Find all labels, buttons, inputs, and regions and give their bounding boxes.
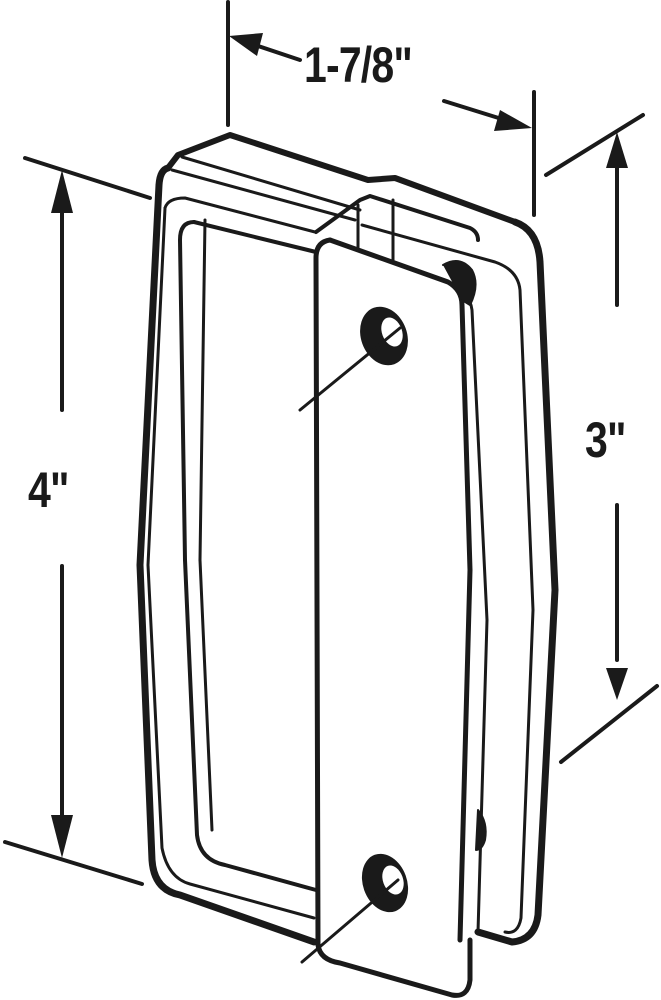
width-dimension — [226, 0, 536, 217]
arrow-left-icon — [229, 33, 263, 56]
arrow-down-icon — [606, 668, 628, 700]
width-dimension-label: 1-7/8" — [304, 37, 413, 93]
arrow-up-icon — [606, 132, 628, 168]
arrow-right-icon — [494, 110, 532, 131]
arrow-up-icon — [51, 170, 73, 213]
hole-spacing-dimension — [544, 113, 659, 764]
outer-frame — [136, 132, 559, 946]
latch-knob — [442, 260, 487, 851]
height-dimension-label: 4" — [28, 462, 69, 518]
height-dimension — [3, 156, 152, 886]
hole-spacing-dimension-label: 3" — [585, 412, 626, 468]
arrow-down-icon — [51, 815, 73, 858]
screw-hole-bottom — [300, 853, 409, 964]
screw-hole-top — [298, 306, 408, 412]
